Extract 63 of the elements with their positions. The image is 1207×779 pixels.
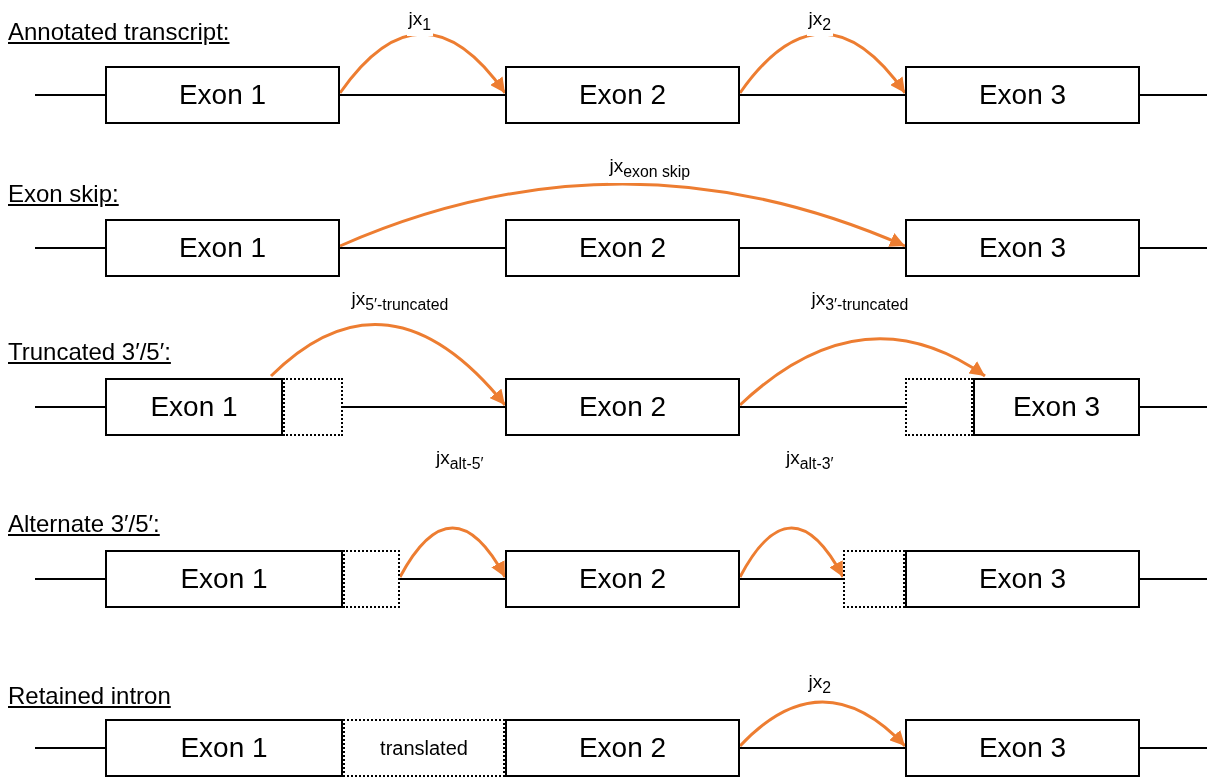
box-label: Exon 1 — [178, 232, 267, 264]
box-label: Exon 2 — [578, 232, 667, 264]
intron-line — [1139, 578, 1207, 580]
exon-box — [905, 66, 1140, 124]
exon-box — [105, 219, 340, 277]
exon-box — [505, 378, 740, 436]
intron-line — [342, 406, 506, 408]
row-heading: Alternate 3′/5′: — [8, 510, 160, 538]
row-heading: Annotated transcript: — [8, 18, 230, 46]
intron-line — [34, 406, 106, 408]
intron-line — [1139, 406, 1207, 408]
exon-box — [905, 550, 1140, 608]
splice-arc — [270, 323, 507, 406]
exon-box — [505, 550, 740, 608]
intron-line — [34, 247, 106, 249]
intron-line — [739, 247, 906, 249]
splice-arc — [739, 337, 986, 407]
box-label: Exon 3 — [1012, 391, 1101, 423]
dotted-box — [343, 719, 505, 777]
exon-box — [973, 378, 1140, 436]
exon-box — [105, 378, 283, 436]
exon-box — [905, 719, 1140, 777]
box-label: Exon 2 — [578, 563, 667, 595]
intron-line — [339, 247, 506, 249]
exon-box — [505, 219, 740, 277]
box-label: Exon 3 — [978, 79, 1067, 111]
exon-box — [505, 719, 740, 777]
intron-line — [739, 578, 844, 580]
box-label: Exon 2 — [578, 79, 667, 111]
intron-line — [1139, 94, 1207, 96]
intron-line — [739, 94, 906, 96]
dotted-box — [905, 378, 973, 436]
exon-box — [105, 719, 343, 777]
box-label: Exon 3 — [978, 563, 1067, 595]
intron-line — [34, 94, 106, 96]
row-heading: Truncated 3′/5′: — [8, 338, 171, 366]
intron-line — [34, 747, 106, 749]
box-label: Exon 2 — [578, 391, 667, 423]
dotted-box — [343, 550, 400, 608]
exon-box — [105, 66, 340, 124]
box-label: Exon 3 — [978, 232, 1067, 264]
row-heading: Retained intron — [8, 682, 171, 710]
splice-arc — [339, 182, 906, 248]
box-label: Exon 1 — [180, 732, 268, 764]
intron-line — [739, 406, 906, 408]
dotted-box — [843, 550, 905, 608]
box-label: translated — [380, 736, 468, 760]
box-label: Exon 1 — [180, 563, 268, 595]
box-label: Exon 1 — [150, 391, 238, 423]
exon-box — [505, 66, 740, 124]
intron-line — [399, 578, 506, 580]
intron-line — [1139, 747, 1207, 749]
row-heading: Exon skip: — [8, 180, 119, 208]
intron-line — [739, 747, 906, 749]
box-label: Exon 1 — [178, 79, 267, 111]
dotted-box — [283, 378, 343, 436]
exon-box — [105, 550, 343, 608]
box-label: Exon 2 — [578, 732, 667, 764]
intron-line — [1139, 247, 1207, 249]
intron-line — [34, 578, 106, 580]
box-label: Exon 3 — [978, 732, 1067, 764]
exon-box — [905, 219, 1140, 277]
intron-line — [339, 94, 506, 96]
